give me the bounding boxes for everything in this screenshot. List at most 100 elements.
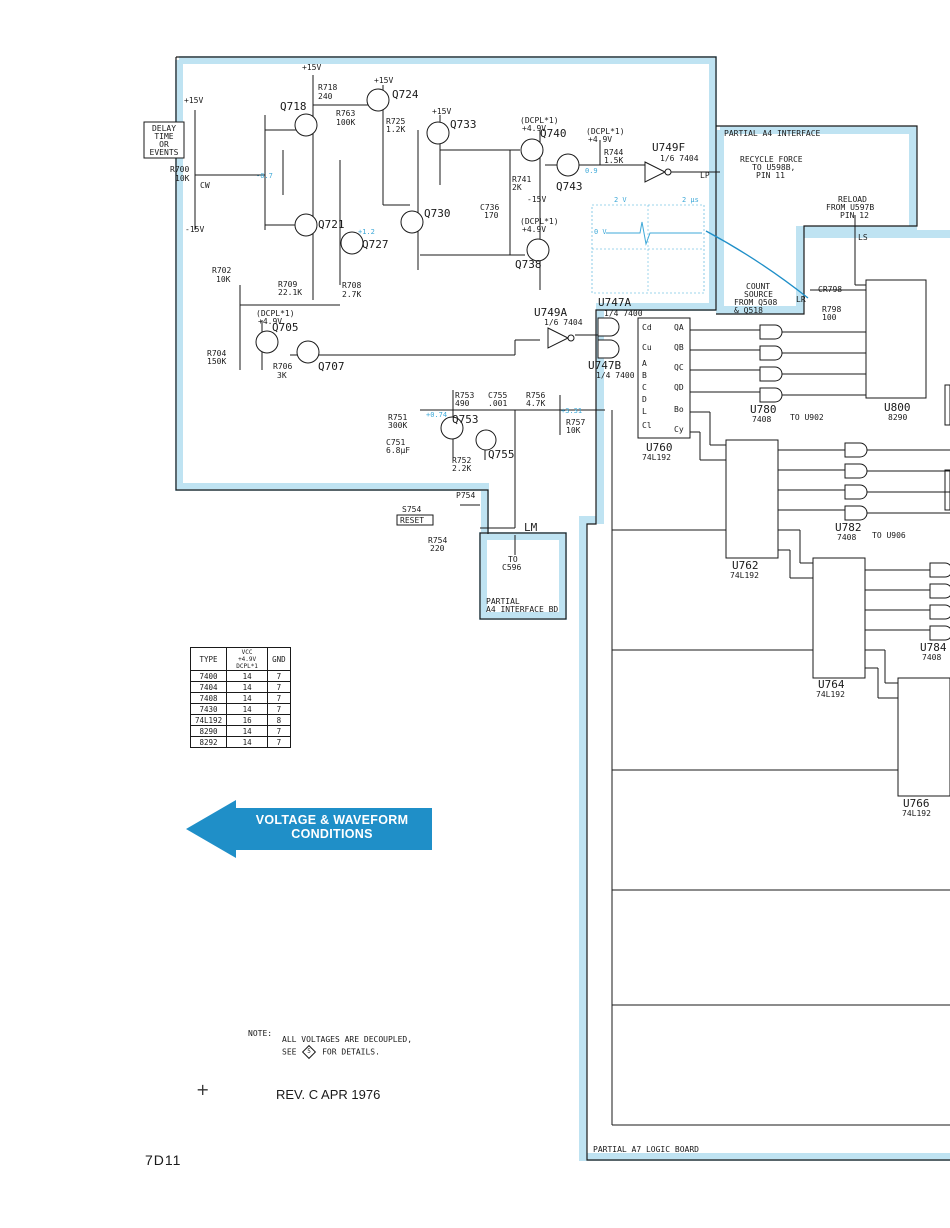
svg-text:Q705: Q705 xyxy=(272,321,299,334)
arrow-left-icon xyxy=(186,800,432,858)
svg-text:U764: U764 xyxy=(818,678,845,691)
table-cell: 14 xyxy=(226,692,269,704)
svg-text:U747A: U747A xyxy=(598,296,631,309)
svg-text:SOURCE: SOURCE xyxy=(744,290,773,299)
svg-text:1/6 7404: 1/6 7404 xyxy=(660,154,699,163)
svg-text:QA: QA xyxy=(674,323,684,332)
svg-text:PIN 11: PIN 11 xyxy=(756,171,785,180)
svg-text:R706: R706 xyxy=(273,362,292,371)
svg-text:-15V: -15V xyxy=(185,225,204,234)
transistor-labels: Q718 Q724 Q733 Q740 Q743 Q721 Q727 Q730 … xyxy=(272,88,583,461)
table-cell: 16 xyxy=(226,714,269,726)
and-gate-banks xyxy=(759,324,950,641)
signal-labels: PARTIAL A4 INTERFACE RECYCLE FORCE TO U5… xyxy=(396,129,874,1154)
svg-text:7408: 7408 xyxy=(837,533,856,542)
svg-text:DELAY: DELAY xyxy=(152,124,176,133)
svg-text:Q727: Q727 xyxy=(362,238,389,251)
callout-line-2: CONDITIONS xyxy=(291,827,373,841)
svg-text:C: C xyxy=(642,383,647,392)
svg-text:+1.2: +1.2 xyxy=(358,228,375,236)
svg-text:S754: S754 xyxy=(402,505,421,514)
table-cell: 7 xyxy=(267,725,291,737)
panel-outlines xyxy=(175,56,950,1161)
svg-text:+4.9V: +4.9V xyxy=(258,317,282,326)
svg-text:D: D xyxy=(642,395,647,404)
svg-text:OR: OR xyxy=(159,140,169,149)
delay-time-box: DELAY TIME OR EVENTS xyxy=(143,121,185,159)
svg-text:+15V: +15V xyxy=(302,63,321,72)
voltage-waveform-callout[interactable]: VOLTAGE & WAVEFORM CONDITIONS xyxy=(236,813,428,841)
svg-text:74L192: 74L192 xyxy=(642,453,671,462)
svg-text:Q733: Q733 xyxy=(450,118,477,131)
note-line-1: ALL VOLTAGES ARE DECOUPLED, xyxy=(282,1035,413,1044)
svg-text:QB: QB xyxy=(674,343,684,352)
svg-text:R708: R708 xyxy=(342,281,361,290)
table-cell: 14 xyxy=(226,736,269,748)
transistors xyxy=(255,88,580,451)
svg-text:TO U598B,: TO U598B, xyxy=(752,163,795,172)
svg-text:& Q518: & Q518 xyxy=(734,306,763,315)
svg-text:CW: CW xyxy=(200,181,210,190)
table-cell: 7 xyxy=(267,670,291,682)
table-header: GND xyxy=(267,647,291,671)
svg-text:Cy: Cy xyxy=(674,425,684,434)
svg-text:Q738: Q738 xyxy=(515,258,542,271)
svg-text:U800: U800 xyxy=(884,401,911,414)
svg-text:4.7K: 4.7K xyxy=(526,399,545,408)
svg-text:Q743: Q743 xyxy=(556,180,583,193)
svg-text:10K: 10K xyxy=(216,275,231,284)
svg-text:2K: 2K xyxy=(512,183,522,192)
svg-text:LP: LP xyxy=(700,171,710,180)
svg-text:1.2K: 1.2K xyxy=(386,125,405,134)
svg-text:R725: R725 xyxy=(386,117,405,126)
svg-text:Q753: Q753 xyxy=(452,413,479,426)
svg-text:Q707: Q707 xyxy=(318,360,345,373)
svg-text:C755: C755 xyxy=(488,391,507,400)
svg-text:R751: R751 xyxy=(388,413,407,422)
svg-text:QC: QC xyxy=(674,363,684,372)
svg-text:R744: R744 xyxy=(604,148,623,157)
svg-text:L: L xyxy=(642,407,647,416)
svg-text:P754: P754 xyxy=(456,491,475,500)
svg-text:PARTIAL: PARTIAL xyxy=(486,597,520,606)
svg-text:TO U902: TO U902 xyxy=(790,413,824,422)
svg-text:1/4 7400: 1/4 7400 xyxy=(604,309,643,318)
table-header: VCC +4.9V DCPL*1 xyxy=(226,647,269,671)
svg-text:Q724: Q724 xyxy=(392,88,419,101)
svg-text:7408: 7408 xyxy=(752,415,771,424)
table-cell: 14 xyxy=(226,725,269,737)
svg-text:LS: LS xyxy=(858,233,868,242)
svg-text:PARTIAL A4 INTERFACE: PARTIAL A4 INTERFACE xyxy=(724,129,821,138)
svg-text:8290: 8290 xyxy=(888,413,907,422)
svg-text:RELOAD: RELOAD xyxy=(838,195,867,204)
waveform-graticule: 2 V 2 μs 0 V xyxy=(591,196,809,299)
svg-text:U760: U760 xyxy=(646,441,673,454)
svg-text:R752: R752 xyxy=(452,456,471,465)
svg-text:+3.31: +3.31 xyxy=(561,407,582,415)
logic-wiring xyxy=(611,215,950,1126)
table-cell: 14 xyxy=(226,670,269,682)
counter-chips xyxy=(637,279,950,797)
svg-text:10K: 10K xyxy=(175,174,190,183)
svg-text:+0.74: +0.74 xyxy=(426,411,447,419)
note-details: FOR DETAILS. xyxy=(322,1047,380,1057)
svg-text:R702: R702 xyxy=(212,266,231,275)
svg-text:R709: R709 xyxy=(278,280,297,289)
svg-text:Bo: Bo xyxy=(674,405,684,414)
svg-text:TO: TO xyxy=(508,555,518,564)
table-cell: 7404 xyxy=(189,681,228,693)
svg-text:-0.7: -0.7 xyxy=(256,172,273,180)
table-cell: 8290 xyxy=(189,725,228,737)
svg-text:R700: R700 xyxy=(170,165,189,174)
svg-text:EVENTS: EVENTS xyxy=(150,148,179,157)
svg-text:FROM U597B: FROM U597B xyxy=(826,203,874,212)
svg-text:+4.9V: +4.9V xyxy=(588,135,612,144)
table-cell: 7430 xyxy=(189,703,228,715)
svg-text:U784: U784 xyxy=(920,641,947,654)
svg-text:0 V: 0 V xyxy=(594,228,607,236)
svg-text:+15V: +15V xyxy=(184,96,203,105)
svg-text:170: 170 xyxy=(484,211,499,220)
